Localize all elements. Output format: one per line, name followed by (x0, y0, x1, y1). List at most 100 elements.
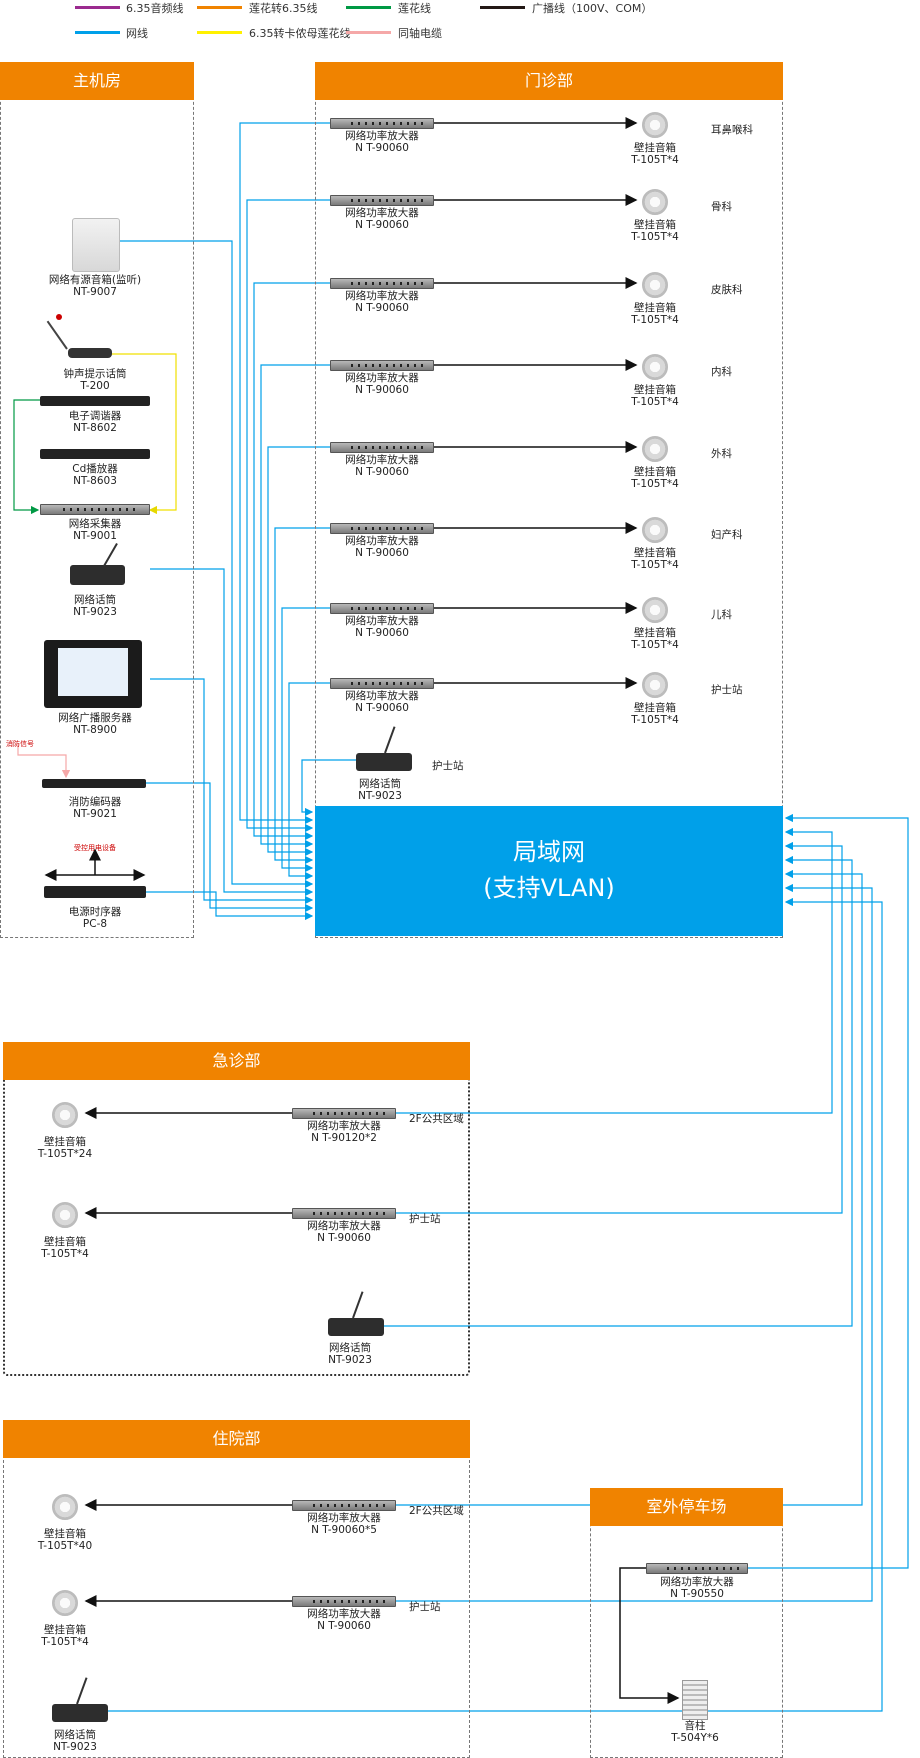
network-line (146, 782, 314, 913)
amp-name: 网络功率放大器 (345, 372, 419, 384)
wall-speaker (52, 1102, 78, 1128)
speaker-name: 壁挂音箱 (634, 547, 676, 559)
speaker-model: T-105T*4 (631, 478, 679, 490)
device-name: 网络话筒 (74, 594, 116, 606)
speaker-name: 壁挂音箱 (44, 1236, 86, 1248)
legend-label: 6.35转卡侬母莲花线 (249, 27, 351, 40)
network-line (288, 682, 330, 881)
amp-model: N T-90060 (355, 302, 409, 314)
amp-model: N T-90060 (317, 1620, 371, 1632)
speaker-model: T-105T*4 (631, 396, 679, 408)
legend-swatch-audio635 (75, 6, 120, 9)
section-emergency-title: 急诊部 (3, 1042, 470, 1080)
speaker-model: T-105T*4 (631, 714, 679, 726)
speaker-model: T-105T*4 (631, 231, 679, 243)
amplifier (330, 195, 434, 206)
device-model: NT-8603 (73, 475, 117, 487)
zone-label: 儿科 (711, 609, 732, 621)
mic-name: 网络话筒 (359, 778, 401, 790)
network-line (239, 122, 330, 825)
amp-name: 网络功率放大器 (345, 615, 419, 627)
legend-label: 广播线（100V、COM） (532, 2, 653, 15)
amp-model: N T-90120*2 (311, 1132, 377, 1144)
speaker-model: T-105T*24 (37, 1148, 93, 1160)
device-model: NT-8900 (73, 724, 117, 736)
broadcast-server-device (44, 640, 142, 708)
power-sequencer-device (44, 886, 146, 898)
device-name: 网络有源音箱(监听) (48, 274, 142, 286)
network-line (274, 527, 330, 865)
amplifier (292, 1500, 396, 1511)
amplifier (292, 1596, 396, 1607)
amplifier (330, 278, 434, 289)
broadcast-line (619, 1567, 680, 1704)
speaker-name: 壁挂音箱 (634, 702, 676, 714)
lan-title: 局域网 (513, 838, 585, 866)
network-line (384, 855, 853, 1327)
speaker-name: 壁挂音箱 (44, 1624, 86, 1636)
device-model: NT-9021 (73, 808, 117, 820)
network-mic-device (70, 565, 125, 585)
network-line (748, 813, 909, 1569)
network-line (267, 446, 330, 857)
device-name: 消防编码器 (68, 796, 122, 808)
fire-encoder-device (42, 779, 146, 788)
zone-label: 骨科 (711, 201, 732, 213)
mic-model: NT-9023 (358, 790, 402, 802)
speaker-name: 壁挂音箱 (634, 384, 676, 396)
device-model: NT-9023 (73, 606, 117, 618)
amp-name: 网络功率放大器 (307, 1220, 381, 1232)
speaker-model: T-105T*4 (41, 1636, 89, 1648)
zone-label: 妇产科 (711, 529, 743, 541)
wall-speaker (642, 354, 668, 380)
server-screen (58, 648, 128, 696)
wall-speaker (642, 517, 668, 543)
chime-mic-base (68, 348, 112, 358)
amp-model: N T-90550 (670, 1588, 724, 1600)
amp-model: N T-90060 (355, 142, 409, 154)
amplifier (330, 678, 434, 689)
cd-player-device (40, 449, 150, 459)
zone-label: 护士站 (409, 1601, 441, 1613)
zone-label: 护士站 (409, 1213, 441, 1225)
collector-device (40, 504, 150, 515)
device-name: 钟声提示话筒 (63, 368, 127, 380)
mic-model: NT-9023 (328, 1354, 372, 1366)
zone-label: 外科 (711, 448, 732, 460)
network-line (396, 827, 833, 1114)
mic-name: 网络话筒 (329, 1342, 371, 1354)
speaker-name: 壁挂音箱 (634, 219, 676, 231)
device-model: NT-8602 (73, 422, 117, 434)
network-active-speaker (72, 218, 120, 272)
amp-model: N T-90060 (355, 627, 409, 639)
wall-speaker (52, 1202, 78, 1228)
speaker-model: T-105T*4 (41, 1248, 89, 1260)
legend-swatch-broadcast (480, 6, 525, 9)
amp-model: N T-90060 (317, 1232, 371, 1244)
amplifier (330, 603, 434, 614)
amp-name: 网络功率放大器 (345, 690, 419, 702)
speaker-name: 壁挂音箱 (44, 1528, 86, 1540)
speaker-model: T-105T*4 (631, 154, 679, 166)
amp-model: N T-90060 (355, 547, 409, 559)
speaker-name: 壁挂音箱 (634, 627, 676, 639)
network-line (118, 240, 314, 889)
amp-name: 网络功率放大器 (307, 1512, 381, 1524)
speaker-name: 壁挂音箱 (634, 302, 676, 314)
device-name: 网络广播服务器 (58, 712, 132, 724)
device-name: Cd播放器 (72, 463, 118, 475)
device-name: 电子调谐器 (68, 410, 122, 422)
amp-model: N T-90060 (355, 219, 409, 231)
fire-signal-label: 消防信号 (6, 740, 34, 748)
device-model: T-200 (80, 380, 110, 392)
legend-swatch-rca (346, 6, 391, 9)
network-line (396, 883, 873, 1602)
network-line (301, 759, 356, 817)
device-model: PC-8 (82, 918, 108, 930)
lan-subtitle: (支持VLAN) (483, 874, 615, 902)
wall-speaker (52, 1590, 78, 1616)
legend-swatch-coax (346, 31, 391, 34)
wall-speaker (642, 436, 668, 462)
wall-speaker (642, 272, 668, 298)
emergency-mic-device (328, 1318, 384, 1336)
